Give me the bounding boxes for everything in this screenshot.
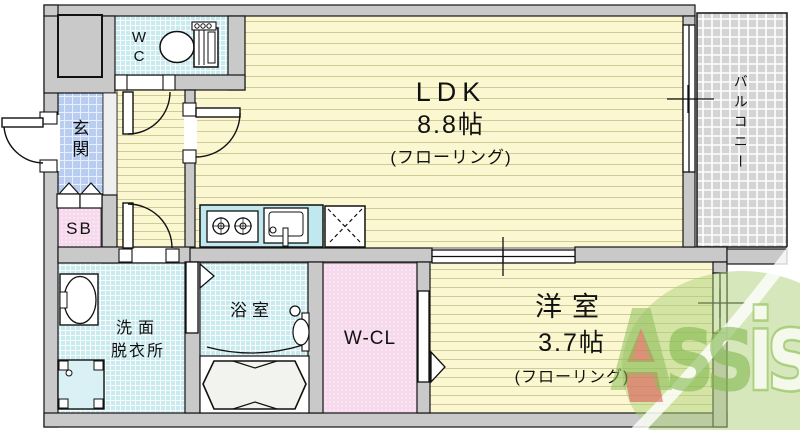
closet-door	[417, 290, 446, 384]
label-closet: W-CL	[343, 328, 397, 349]
label-washroom-line1: 洗面	[115, 320, 160, 337]
label-ldk: LDK 8.8帖 (フローリング)	[320, 77, 582, 173]
label-ldk-size: 8.8帖	[417, 111, 485, 139]
label-washroom-line2: 脱衣所	[110, 343, 165, 360]
entrance-door	[1, 117, 44, 164]
label-ldk-floor: (フローリング)	[390, 148, 512, 167]
door-jambs	[39, 74, 197, 263]
ldk-door	[195, 107, 241, 158]
room-genkan	[57, 92, 104, 196]
label-wc: WC	[131, 29, 147, 65]
door-openings	[42, 76, 197, 262]
bath-floor-curve	[206, 344, 304, 354]
label-bath: 浴室	[230, 301, 274, 320]
sliding-door-ldk-western	[431, 237, 576, 276]
watermark-logo	[622, 234, 800, 430]
bathtub	[199, 355, 310, 414]
kitchen-counter	[199, 204, 324, 248]
wall-bottom	[43, 412, 728, 428]
pipe-space-box	[57, 14, 103, 78]
wall-ldk-bottom-a	[189, 247, 433, 263]
washroom-door	[122, 202, 173, 249]
label-ldk-name: LDK	[415, 77, 487, 107]
washing-machine-space	[57, 359, 105, 410]
window-ldk-balcony	[667, 24, 714, 173]
label-washroom: 洗面 脱衣所	[80, 317, 196, 363]
vanity-sink	[59, 273, 99, 326]
wall-bath-closet	[307, 261, 324, 414]
bath-faucet	[289, 305, 310, 352]
watermark-red-triangle	[627, 328, 655, 362]
label-genkan: 玄関	[69, 119, 89, 161]
faucet	[269, 226, 277, 234]
bath-folding-door	[185, 261, 215, 334]
toilet	[159, 21, 219, 68]
label-shoebox: SB	[66, 219, 93, 238]
wall-top	[43, 4, 696, 17]
wall-ldk-bottom-b	[574, 246, 728, 263]
wc-door	[122, 91, 171, 135]
label-western-size: 3.7帖	[538, 329, 606, 357]
wall-genkan-hall	[102, 92, 118, 196]
room-shoebox	[57, 207, 102, 248]
balcony-floor	[696, 12, 788, 248]
watermark-red-quad	[624, 372, 663, 402]
room-closet	[322, 262, 418, 414]
refrigerator-space	[324, 205, 366, 248]
label-western: 洋室 3.7帖 (フローリング)	[455, 291, 689, 393]
label-western-name: 洋室	[535, 292, 609, 322]
label-balcony: バルコニー	[732, 74, 749, 174]
genkan-step	[56, 182, 103, 209]
label-western-floor: (フローリング)	[514, 369, 630, 386]
